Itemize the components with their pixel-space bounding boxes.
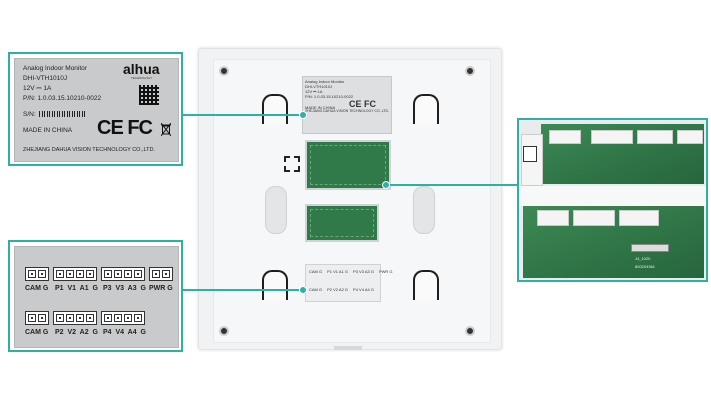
device-terminal-row2: CAM G P2 V2 A2 G P4 V4 A4 G [309,287,374,292]
bottom-notch [334,346,362,350]
device-label-power: 12V ⎓ 1A [305,89,323,94]
pcb-window-middle [305,204,379,242]
weee-bin-icon [160,122,172,137]
callout-line-terminals [181,289,303,291]
device-label-company: ZHEJIANG DAHUA VISION TECHNOLOGY CO.,LTD… [305,109,390,113]
dahua-logo: alhua [123,61,160,77]
device-label-pn: P/N: 1.0.03.15.10210-0022 [305,94,354,99]
device-terminal-label: P4 V4 A4 G [353,287,374,292]
screw-icon [465,326,475,336]
mounting-hook [262,270,288,300]
screw-icon [219,326,229,336]
pcb-socket [549,130,581,144]
mounting-hook [413,270,439,300]
mounting-hook [262,94,288,124]
terminal-label: CAM G [25,329,49,336]
device-label-made-in: MADE IN CHINA [305,105,336,110]
terminal-label: PWR G [149,285,173,292]
device-terminal-label: P2 V2 A2 G [327,287,349,292]
p3-connector [101,267,145,281]
screw-icon [219,66,229,76]
pcb-detail-callout: J4_1020 800204361 [517,118,708,282]
callout-dot [382,181,390,189]
pcb-socket [637,130,673,144]
mounting-slot [265,186,287,234]
label-sn: S/N: [23,111,36,118]
pcb-socket [537,210,569,226]
bracket-mark-icon [284,156,300,172]
device-terminal-label: CAM G [309,269,323,274]
housing-divider [519,186,706,206]
label-pn: P/N: 1.0.03.15.10210-0022 [23,95,102,102]
qr-code-icon [139,85,159,105]
p2-connector [53,311,97,325]
cam-connector [25,311,49,325]
label-callout: Analog Indoor Monitor DHI-VTH1010J 12V ⎓… [8,52,183,166]
dahua-logo-sub: TECHNOLOGY [131,76,153,80]
pcb-header [631,244,669,252]
pcb-detail-top [541,124,704,184]
device-terminal-label: P1 V1 A1 G [327,269,349,274]
terminal-label: P3 V3 A3 G [103,285,146,292]
terminal-label: P2 V2 A2 G [55,329,98,336]
pcb-silk-2: 800204361 [635,264,656,269]
callout-line-label [181,114,303,116]
pwr-connector [149,267,173,281]
device-label-ce: CE FC [349,99,376,109]
label-model: DHI-VTH1010J [23,75,68,82]
callout-dot [299,286,307,294]
product-label: Analog Indoor Monitor DHI-VTH1010J 12V ⎓… [14,58,179,162]
mounting-hook [413,94,439,124]
barcode-icon [39,111,85,117]
pcb-detail-bottom: J4_1020 800204361 [523,206,704,278]
label-made-in: MADE IN CHINA [23,127,73,134]
label-product: Analog Indoor Monitor [23,65,87,72]
pcb-socket [619,210,659,226]
pcb-socket [573,210,615,226]
terminal-label: P1 V1 A1 G [55,285,98,292]
terminal-panel: CAM G P1 V1 A1 G P3 V3 A3 G PWR G CAM G … [14,246,179,348]
device-label-product: Analog Indoor Monitor [305,79,345,84]
device-terminal-row1: CAM G P1 V1 A1 G P3 V3 A3 G PWR G [309,269,393,274]
device-terminal-label: CAM G [309,287,323,292]
terminal-label: P4 V4 A4 G [103,329,146,336]
label-power: 12V ⎓ 1A [23,85,52,92]
mounting-slot [413,186,435,234]
ce-fc-mark: CE FC [97,117,153,139]
pcb-window-top [305,140,391,190]
device-label: Analog Indoor Monitor DHI-VTH1010J 12V ⎓… [302,76,392,134]
callout-dot [299,111,307,119]
p1-connector [53,267,97,281]
device-terminal-label: PWR G [378,269,393,274]
device-terminal-strip: CAM G P1 V1 A1 G P3 V3 A3 G PWR G CAM G … [305,264,393,302]
p4-connector [101,311,145,325]
callout-line-pcb [386,184,517,186]
side-connector-icon [523,146,537,162]
pcb-silk-1: J4_1020 [635,256,651,261]
terminal-label: CAM G [25,285,49,292]
terminal-callout: CAM G P1 V1 A1 G P3 V3 A3 G PWR G CAM G … [8,240,183,352]
pcb-socket [591,130,633,144]
cam-connector [25,267,49,281]
pcb-socket [677,130,703,144]
device-label-model: DHI-VTH1010J [305,84,333,89]
label-company: ZHEJIANG DAHUA VISION TECHNOLOGY CO.,LTD… [23,147,156,153]
screw-icon [465,66,475,76]
device-terminal-label: P3 V3 A3 G [353,269,374,274]
